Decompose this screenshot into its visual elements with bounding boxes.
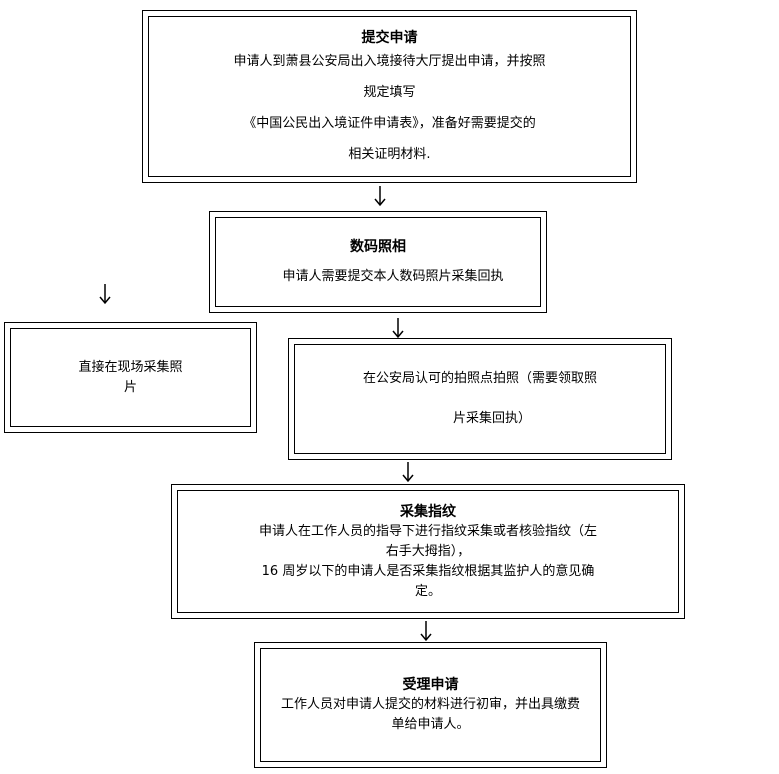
arrow-photo-to-onsite <box>98 283 112 305</box>
step-accept-line-2: 单给申请人。 <box>391 717 470 732</box>
step-onsite-inner: 直接在现场采集照 片 <box>10 328 251 427</box>
step-fingerprint-line-2: 右手大拇指）， <box>385 543 471 559</box>
step-fingerprint-inner: 采集指纹 申请人在工作人员的指导下进行指纹采集或者核验指纹（左 右手大拇指）， … <box>177 490 679 613</box>
step-accept-inner: 受理申请 工作人员对申请人提交的材料进行初审，并出具缴费 单给申请人。 <box>260 648 601 762</box>
step-submit-inner: 提交申请 申请人到萧县公安局出入境接待大厅提出申请，并按照 规定填写 《中国公民… <box>148 16 631 177</box>
step-fingerprint-line-3: 16 周岁以下的申请人是否采集指纹根据其监护人的意见确 <box>261 563 595 579</box>
step-submit-line-2: 规定填写 <box>363 85 416 100</box>
step-photo-box: 数码照相 申请人需要提交本人数码照片采集回执 <box>209 211 547 313</box>
arrow-fingerprint-to-accept <box>419 620 433 642</box>
step-submit-title: 提交申请 <box>361 30 418 46</box>
step-fingerprint-line-4: 定。 <box>414 583 441 599</box>
step-accept-line-1: 工作人员对申请人提交的材料进行初审，并出具缴费 <box>280 697 580 712</box>
arrow-photo-to-police <box>391 317 405 339</box>
step-photo-inner: 数码照相 申请人需要提交本人数码照片采集回执 <box>215 217 541 307</box>
step-accept-title: 受理申请 <box>402 677 459 693</box>
step-police-box: 在公安局认可的拍照点拍照（需要领取照 片采集回执） <box>288 338 672 460</box>
step-fingerprint-line-1: 申请人在工作人员的指导下进行指纹采集或者核验指纹（左 <box>258 523 597 539</box>
step-onsite-line-1: 直接在现场采集照 <box>78 359 183 375</box>
step-photo-title: 数码照相 <box>350 239 406 255</box>
step-submit-line-4: 相关证明材料. <box>348 147 431 162</box>
step-police-line-2: 片采集回执） <box>452 411 531 426</box>
step-fingerprint-title: 采集指纹 <box>400 503 456 520</box>
step-police-line-1: 在公安局认可的拍照点拍照（需要领取照 <box>362 371 597 386</box>
step-fingerprint-box: 采集指纹 申请人在工作人员的指导下进行指纹采集或者核验指纹（左 右手大拇指）， … <box>171 484 685 619</box>
arrow-police-to-fingerprint <box>401 461 415 483</box>
step-police-inner: 在公安局认可的拍照点拍照（需要领取照 片采集回执） <box>294 344 666 454</box>
step-onsite-box: 直接在现场采集照 片 <box>4 322 257 433</box>
arrow-submit-to-photo <box>373 185 387 207</box>
step-photo-line-1: 申请人需要提交本人数码照片采集回执 <box>282 269 504 284</box>
step-submit-line-1: 申请人到萧县公安局出入境接待大厅提出申请，并按照 <box>233 54 546 69</box>
step-submit-box: 提交申请 申请人到萧县公安局出入境接待大厅提出申请，并按照 规定填写 《中国公民… <box>142 10 637 183</box>
step-accept-box: 受理申请 工作人员对申请人提交的材料进行初审，并出具缴费 单给申请人。 <box>254 642 607 768</box>
step-submit-line-3: 《中国公民出入境证件申请表》，准备好需要提交的 <box>243 116 536 131</box>
step-onsite-line-2: 片 <box>123 379 137 395</box>
